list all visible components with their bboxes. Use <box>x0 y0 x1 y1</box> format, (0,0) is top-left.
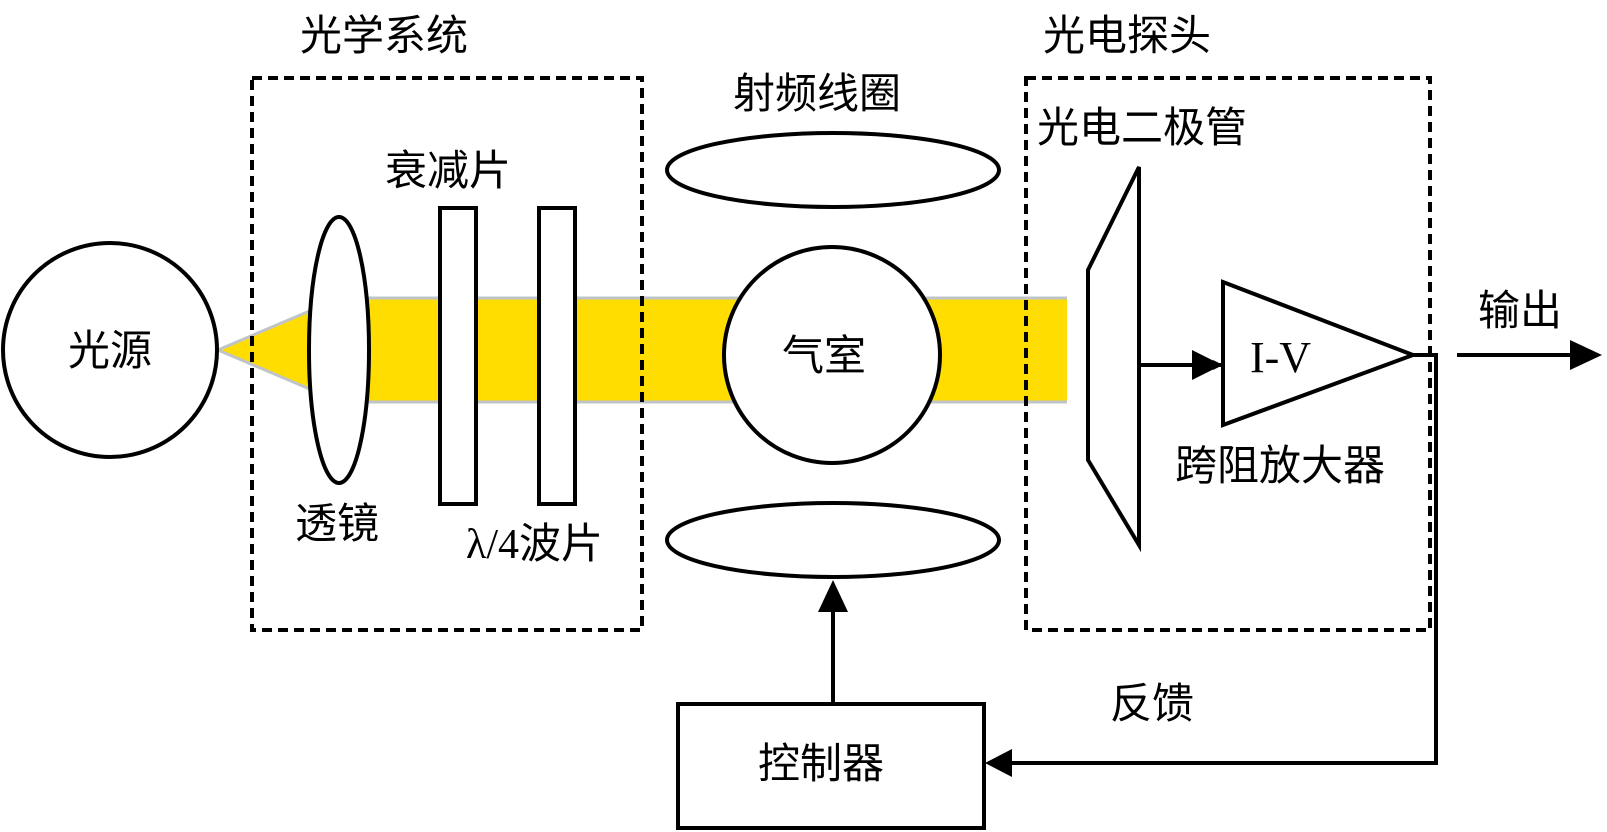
attenuator-plate <box>438 206 478 506</box>
lens-shape <box>307 215 371 485</box>
light-source-circle <box>1 241 219 459</box>
controller-to-coil-arrowhead <box>818 580 848 612</box>
rf-coil-label: 射频线圈 <box>733 69 901 118</box>
quarter-wave-plate: λ/4波片 <box>466 206 603 568</box>
quarter-wave-plate-shape <box>537 206 577 506</box>
rf-coil-top <box>665 131 1001 209</box>
light-source: 光源 <box>1 241 219 459</box>
photo-probe-label: 光电探头 <box>1043 11 1211 60</box>
feedback-arrowhead <box>985 749 1012 777</box>
feedback-path <box>995 353 1438 765</box>
rf-coil-bottom <box>665 501 1001 579</box>
gas-cell-label: 气室 <box>782 331 866 380</box>
controller-box <box>676 702 986 830</box>
lens-label: 透镜 <box>295 499 379 548</box>
transimpedance-amplifier: I-V 跨阻放大器 <box>1175 279 1419 490</box>
photodiode-label: 光电二极管 <box>1037 103 1247 152</box>
feedback-label: 反馈 <box>1110 679 1194 728</box>
controller-label: 控制器 <box>758 739 884 788</box>
tia-label: 跨阻放大器 <box>1175 441 1385 490</box>
attenuator: 衰减片 <box>385 146 511 506</box>
optical-system-box <box>250 76 644 632</box>
tia-iv-label: I-V <box>1250 333 1311 382</box>
beam-cone <box>214 307 314 393</box>
light-source-label: 光源 <box>68 326 152 375</box>
photodiode-shape <box>1086 166 1141 553</box>
gas-cell-circle <box>722 245 942 465</box>
lens: 透镜 <box>295 215 379 548</box>
output-label: 输出 <box>1478 286 1562 335</box>
quarter-wave-plate-label: λ/4波片 <box>466 522 603 568</box>
output-arrowhead <box>1570 340 1602 370</box>
tia-triangle <box>1221 279 1419 428</box>
optical-system-label: 光学系统 <box>300 11 468 60</box>
controller: 控制器 <box>676 702 986 830</box>
gas-cell: 气室 <box>722 245 942 465</box>
photodiode-to-tia-arrowhead <box>1192 350 1222 380</box>
attenuator-label: 衰减片 <box>385 146 511 195</box>
